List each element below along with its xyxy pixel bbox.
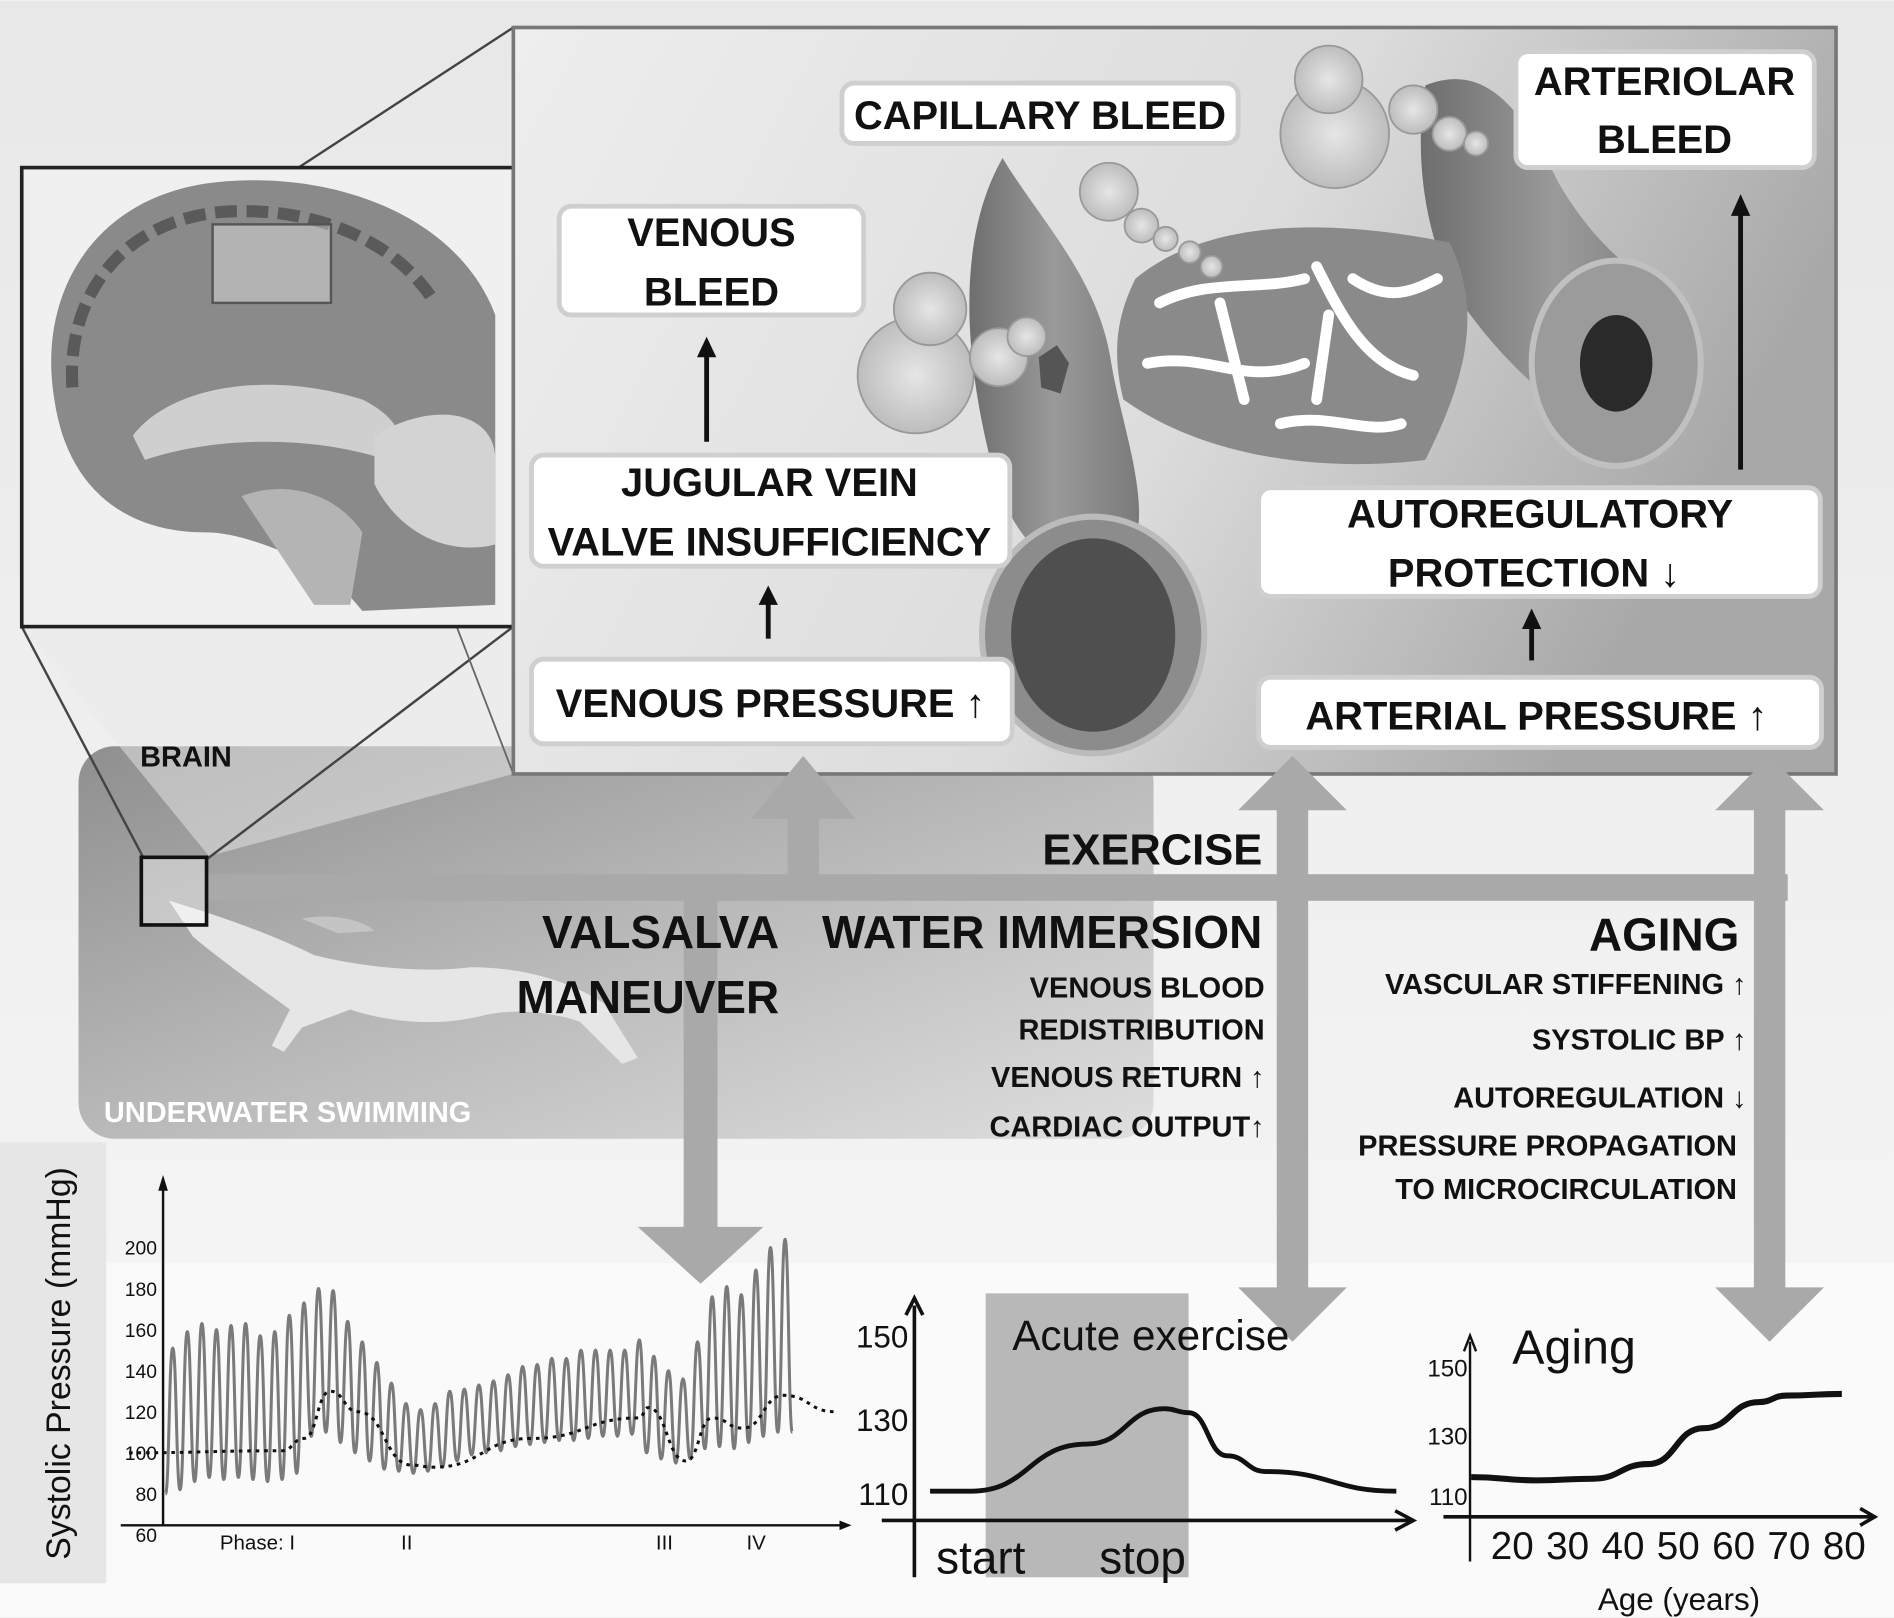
swimmer-silhouette bbox=[169, 900, 638, 1064]
x-tick-label: 20 bbox=[1491, 1525, 1534, 1568]
mean-pressure-dotted-line bbox=[128, 1389, 835, 1469]
aging-item: TO MICROCIRCULATION bbox=[1395, 1174, 1737, 1206]
x-tick-label: 30 bbox=[1546, 1525, 1589, 1568]
brain-illustration bbox=[51, 180, 496, 611]
pressure-waveform bbox=[163, 1237, 794, 1496]
brain-location-marker bbox=[139, 855, 209, 927]
aging-item: AUTOREGULATION ↓ bbox=[1453, 1082, 1746, 1114]
y-tick-label: 60 bbox=[136, 1526, 157, 1547]
x-tick-label: 50 bbox=[1657, 1525, 1700, 1568]
venous-pressure-box bbox=[529, 656, 1015, 747]
y-tick-label: 130 bbox=[1427, 1423, 1467, 1450]
x-axis-label: Age (years) bbox=[1598, 1582, 1760, 1617]
chart-title: Aging bbox=[1512, 1320, 1636, 1374]
phase-label: II bbox=[401, 1531, 412, 1554]
causal-arrows bbox=[696, 194, 1751, 661]
venous-pressure-label: VENOUS PRESSURE ↑ bbox=[556, 682, 986, 726]
arteriolar-bleed-box bbox=[1513, 49, 1817, 171]
autoregulatory-label-line2: PROTECTION ↓ bbox=[1388, 552, 1680, 596]
brain-label: BRAIN bbox=[140, 742, 232, 774]
water-item: VENOUS RETURN ↑ bbox=[991, 1062, 1265, 1094]
water-immersion-heading: WATER IMMERSION bbox=[822, 906, 1262, 958]
venous-bleed-label-line1: VENOUS bbox=[627, 211, 795, 255]
water-item: CARDIAC OUTPUT↑ bbox=[989, 1111, 1264, 1143]
jugular-label-line1: JUGULAR VEIN bbox=[621, 461, 918, 505]
capillary-bleed-label: CAPILLARY BLEED bbox=[854, 94, 1226, 138]
autoregulatory-label-line1: AUTOREGULATORY bbox=[1347, 493, 1733, 537]
gray-flow-arrows bbox=[205, 755, 1824, 1342]
x-tick-label-stop: stop bbox=[1099, 1532, 1186, 1584]
aging-item: VASCULAR STIFFENING ↑ bbox=[1385, 969, 1747, 1001]
exercise-interval-shading bbox=[985, 1293, 1189, 1578]
microcirculation-panel: CAPILLARY BLEED ARTERIOLAR BLEED VENOUS … bbox=[511, 25, 1838, 776]
y-tick-label: 140 bbox=[125, 1362, 157, 1383]
y-tick-label: 110 bbox=[858, 1477, 908, 1512]
valsalva-heading-line2: MANEUVER bbox=[516, 971, 779, 1023]
aging-item: PRESSURE PROPAGATION bbox=[1358, 1131, 1737, 1163]
blood-pressure-curve bbox=[1471, 1390, 1842, 1484]
arterial-pressure-label: ARTERIAL PRESSURE ↑ bbox=[1305, 694, 1767, 738]
x-tick-label: 40 bbox=[1601, 1525, 1644, 1568]
y-tick-label: 120 bbox=[125, 1403, 157, 1424]
arteriolar-bleed-label-line1: ARTERIOLAR bbox=[1534, 60, 1795, 104]
capillary-bleed-box bbox=[839, 80, 1241, 146]
phase-label: Phase: I bbox=[220, 1531, 295, 1554]
venous-bleed-box bbox=[556, 203, 867, 318]
aging-heading: AGING bbox=[1589, 908, 1739, 960]
y-tick-label: 200 bbox=[125, 1239, 157, 1260]
x-tick-label: 60 bbox=[1712, 1525, 1755, 1568]
y-tick-label: 150 bbox=[1427, 1356, 1467, 1383]
y-tick-label: 100 bbox=[125, 1444, 157, 1465]
y-axis-label: Systolic Pressure (mmHg) bbox=[40, 1167, 78, 1560]
exercise-heading: EXERCISE bbox=[1042, 827, 1262, 875]
blood-pressure-curve bbox=[930, 1406, 1397, 1494]
autoregulatory-box bbox=[1256, 485, 1823, 599]
x-tick-label: 70 bbox=[1767, 1525, 1810, 1568]
underwater-swimming-panel: UNDERWATER SWIMMING bbox=[78, 746, 1154, 1139]
jugular-label-line2: VALVE INSUFFICIENCY bbox=[548, 520, 992, 564]
water-item: VENOUS BLOOD bbox=[1030, 972, 1265, 1004]
y-tick-label: 80 bbox=[136, 1485, 157, 1506]
y-tick-label: 180 bbox=[125, 1280, 157, 1301]
underwater-swimming-caption: UNDERWATER SWIMMING bbox=[104, 1097, 471, 1129]
jugular-vein-box bbox=[529, 452, 1013, 569]
condition-labels: EXERCISE VALSALVA MANEUVER WATER IMMERSI… bbox=[516, 827, 1746, 1207]
aging-item: SYSTOLIC BP ↑ bbox=[1532, 1024, 1747, 1056]
phase-label: IV bbox=[746, 1531, 766, 1554]
exercise-chart: Acute exercise 150 130 110 start stop bbox=[856, 1293, 1418, 1584]
phase-label: III bbox=[656, 1531, 673, 1554]
y-tick-label: 160 bbox=[125, 1321, 157, 1342]
aging-chart: Aging 150 130 110 20 30 40 50 60 70 80 Age (ye… bbox=[1427, 1320, 1879, 1617]
y-tick-label: 130 bbox=[856, 1403, 908, 1438]
horizontal-connector bbox=[205, 874, 1788, 901]
chart-title: Acute exercise bbox=[1012, 1312, 1289, 1359]
venous-bleed-label-line2: BLEED bbox=[644, 270, 779, 314]
arteriolar-bleed-label-line2: BLEED bbox=[1597, 118, 1732, 162]
valsalva-heading-line1: VALSALVA bbox=[542, 906, 779, 958]
valsalva-chart: Systolic Pressure (mmHg) 60 80 100 120 140 16… bbox=[0, 1142, 852, 1584]
y-tick-label: 110 bbox=[1429, 1484, 1468, 1511]
x-tick-label-start: start bbox=[936, 1532, 1025, 1584]
y-tick-label: 150 bbox=[856, 1320, 908, 1355]
red-blood-cells bbox=[856, 44, 1490, 435]
arterial-pressure-box bbox=[1256, 674, 1824, 750]
brain-inset bbox=[19, 26, 516, 860]
x-tick-label: 80 bbox=[1823, 1525, 1866, 1568]
water-item: REDISTRIBUTION bbox=[1018, 1015, 1264, 1047]
